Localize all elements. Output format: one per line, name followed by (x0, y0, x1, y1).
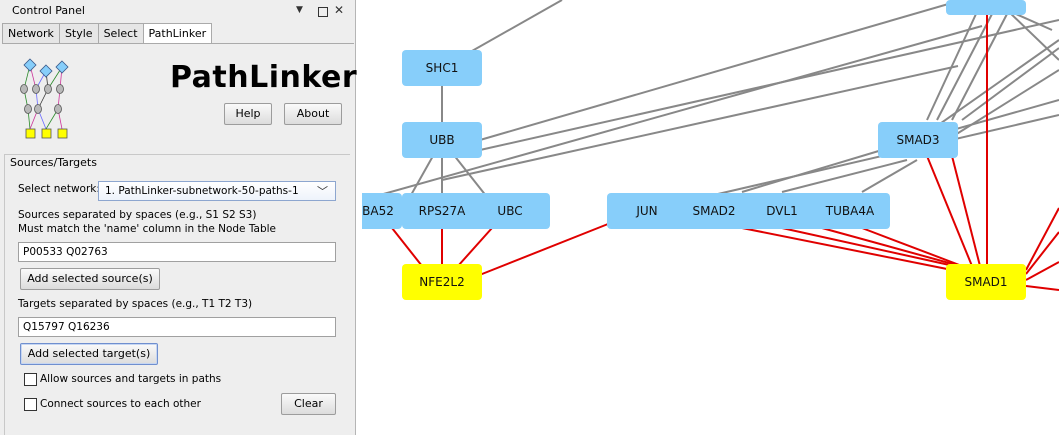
node-rps27a[interactable]: RPS27A (402, 193, 482, 229)
pathlinker-logo-icon (20, 58, 69, 139)
tab-pathlinker[interactable]: PathLinker (142, 23, 213, 44)
sources-hint-name-column: Must match the 'name' column in the Node… (18, 223, 277, 235)
control-panel: Control Panel ▼ ✕ Network Style Select P… (0, 0, 358, 435)
edge (362, 25, 983, 201)
edge (926, 13, 977, 121)
connect-sources-label: Connect sources to each other (40, 398, 201, 410)
panel-title-bar: Control Panel ▼ ✕ (0, 0, 356, 22)
about-button[interactable]: About (284, 103, 342, 125)
connect-sources-checkbox[interactable] (24, 398, 37, 411)
edge (1025, 207, 1059, 271)
node-ubb[interactable]: UBB (402, 122, 482, 158)
targets-input[interactable]: Q15797 Q16236 (18, 317, 336, 337)
edges-path (391, 14, 1059, 291)
edge (1025, 285, 1059, 291)
edge (951, 155, 981, 267)
edge (391, 227, 423, 267)
edge (691, 114, 1059, 201)
node-label: UBB (429, 133, 454, 147)
tab-select[interactable]: Select (97, 23, 144, 43)
node-label: SMAD2 (692, 204, 735, 218)
edge (951, 13, 1008, 121)
node-label: BA52 (362, 204, 394, 218)
node-label: SMAD3 (896, 133, 939, 147)
node-ubc[interactable]: UBC (470, 193, 550, 229)
node-label: DVL1 (766, 204, 798, 218)
node-nfe2l2[interactable]: NFE2L2 (402, 264, 482, 300)
add-targets-button[interactable]: Add selected target(s) (20, 343, 158, 365)
edge (1006, 9, 1059, 61)
app-title: PathLinker (170, 60, 358, 95)
float-window-icon[interactable] (318, 7, 328, 17)
edge (476, 223, 609, 277)
sources-input[interactable]: P00533 Q02763 (18, 242, 336, 262)
edge (946, 69, 1059, 141)
network-select[interactable]: 1. PathLinker-subnetwork-50-paths-1 ﹀ (98, 181, 336, 201)
select-network-label: Select network: (18, 183, 100, 195)
sources-targets-group (4, 154, 350, 435)
edge (781, 159, 908, 193)
edge (1025, 231, 1059, 275)
edge (861, 159, 918, 193)
edge (926, 155, 973, 267)
node-label: NFE2L2 (419, 275, 464, 289)
tab-network[interactable]: Network (2, 23, 60, 43)
edge (936, 13, 993, 121)
node-shc1[interactable]: SHC1 (402, 50, 482, 86)
edge (961, 47, 1059, 121)
node-dvl1[interactable]: DVL1 (742, 193, 822, 229)
sources-hint: Sources separated by spaces (e.g., S1 S2… (18, 209, 257, 221)
node-label: JUN (635, 204, 657, 218)
node-label: SMAD1 (964, 275, 1007, 289)
pin-down-icon[interactable]: ▼ (296, 5, 303, 15)
edge (1025, 261, 1059, 281)
allow-sources-targets-label: Allow sources and targets in paths (40, 373, 222, 385)
node-smad2[interactable]: SMAD2 (674, 193, 754, 229)
add-sources-button[interactable]: Add selected source(s) (20, 268, 160, 290)
edge (821, 227, 961, 267)
clear-button[interactable]: Clear (281, 393, 336, 415)
panel-title: Control Panel (12, 4, 85, 17)
node-smad1[interactable]: SMAD1 (946, 264, 1026, 300)
node-ba52[interactable]: BA52 (362, 193, 402, 229)
edge (741, 149, 883, 193)
panel-tabs: Network Style Select PathLinker (2, 23, 213, 44)
node-label: RPS27A (419, 204, 466, 218)
allow-sources-targets-checkbox[interactable] (24, 373, 37, 386)
tab-style[interactable]: Style (58, 23, 99, 43)
node-jun[interactable]: JUN (607, 193, 687, 229)
edge (479, 0, 963, 141)
network-view[interactable]: SHC1 UBB SMAD3 BA52 RPS27A UBC JUN SMAD (362, 0, 1059, 435)
network-select-value: 1. PathLinker-subnetwork-50-paths-1 (105, 185, 299, 197)
help-button[interactable]: Help (224, 103, 272, 125)
network-canvas[interactable]: SHC1 UBB SMAD3 BA52 RPS27A UBC JUN SMAD (362, 0, 1059, 435)
edge (457, 227, 493, 267)
edge (861, 227, 963, 267)
targets-hint: Targets separated by spaces (e.g., T1 T2… (18, 298, 253, 310)
edge (781, 227, 955, 267)
node-label: SHC1 (426, 61, 459, 75)
node-smad3[interactable]: SMAD3 (878, 122, 958, 158)
node-tuba4a[interactable]: TUBA4A (810, 193, 890, 229)
chevron-down-icon: ﹀ (317, 185, 328, 198)
node-label: TUBA4A (825, 204, 875, 218)
edge (441, 65, 959, 181)
edges-default (362, 0, 1059, 212)
group-title: Sources/Targets (10, 156, 100, 169)
node-partial[interactable] (946, 0, 1026, 15)
edge (741, 227, 953, 271)
close-icon[interactable]: ✕ (334, 3, 345, 17)
node-label: UBC (497, 204, 522, 218)
